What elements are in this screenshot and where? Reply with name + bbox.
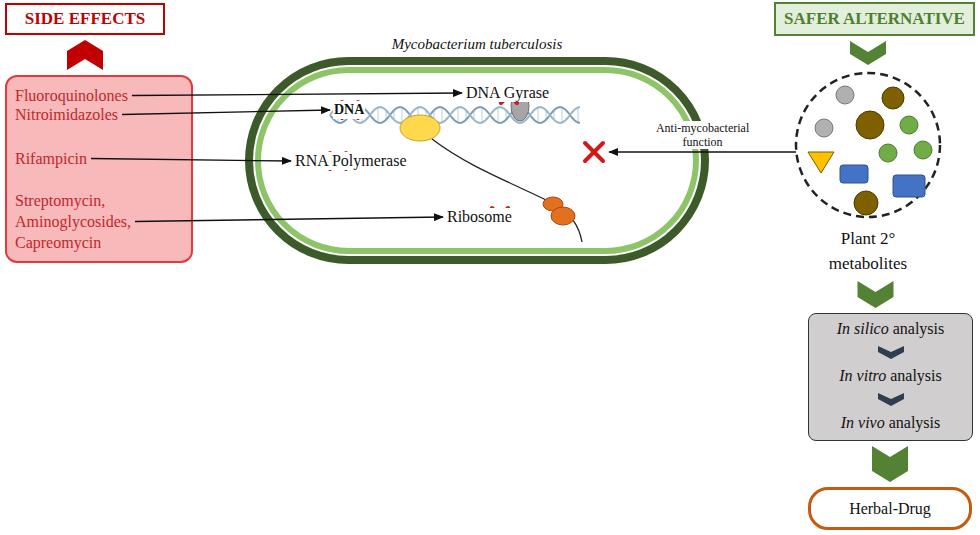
outer-membrane (249, 61, 705, 260)
node-text: Streptomycin, Aminoglycosides, Capreomyc… (15, 190, 185, 253)
part-label: Ribosome (446, 208, 513, 226)
target-arrow (135, 217, 443, 222)
node-text: Herbal-Drug (849, 500, 931, 518)
step-text: In vitro analysis (839, 367, 942, 385)
flow-chevron (67, 40, 103, 70)
base-pair (442, 107, 443, 122)
base-pair (354, 110, 355, 119)
step-chevron (878, 346, 904, 359)
metabolite-triangle (808, 152, 834, 173)
metabolite-dot (856, 111, 884, 139)
node-text: Mycobacterium tuberculosis (245, 36, 709, 53)
metabolite-dot (815, 119, 833, 137)
metabolite-dot (900, 116, 918, 134)
x-stroke (330, 153, 346, 169)
target-arrow (91, 159, 291, 162)
metabolite-block (840, 165, 868, 183)
dna-helix (330, 107, 580, 123)
x-stroke (585, 143, 603, 161)
metabolite-dot (836, 86, 854, 104)
part-label: DNA Gyrase (465, 84, 550, 102)
edge-label: Anti-mycobacterial function (647, 121, 759, 149)
dna-strand (330, 107, 580, 123)
flow-chevron (850, 41, 886, 65)
base-pair (498, 107, 499, 122)
base-pair (562, 107, 563, 122)
metabolite-dot (882, 87, 904, 109)
x-stroke (501, 87, 517, 103)
dna-strand (330, 107, 580, 123)
inhibition-x (342, 102, 358, 118)
base-pair (338, 107, 339, 122)
chevron-shape (878, 346, 904, 359)
x-stroke (501, 87, 517, 103)
metabolite-mix (793, 70, 943, 220)
inhibition-x (585, 143, 603, 161)
metabolite-circle: Plant 2° metabolites (793, 70, 943, 276)
inhibition-x (501, 87, 517, 103)
metabolite-dot (914, 141, 932, 159)
analysis-box: In silico analysis In vitro analysis In vi… (808, 313, 973, 441)
inhibition-x (330, 153, 346, 169)
step-text: In vivo analysis (841, 414, 941, 432)
x-stroke (330, 153, 346, 169)
flow-chevron (872, 446, 908, 482)
rna-polymerase-shape (400, 115, 440, 141)
node-text: SIDE EFFECTS (25, 9, 145, 29)
gyrase-shape (511, 91, 529, 121)
step-chevron (878, 393, 904, 406)
alternative-box: SAFER ALTERNATIVE (774, 2, 975, 36)
node-text: SAFER ALTERNATIVE (784, 9, 965, 29)
base-pair (402, 107, 403, 122)
x-stroke (492, 208, 508, 224)
node-text: Plant 2° metabolites (812, 226, 924, 276)
base-pair (362, 107, 363, 122)
dashed-outline (796, 73, 940, 217)
base-pair (458, 107, 459, 122)
x-stroke (342, 102, 358, 118)
metabolite-block (893, 175, 925, 197)
ribosome-large-subunit (551, 207, 575, 225)
base-pair (578, 107, 579, 122)
part-label: RNA Polymerase (294, 152, 408, 170)
step-text: In silico analysis (837, 320, 945, 338)
x-stroke (342, 102, 358, 118)
node-text: Nitroimidazoles (15, 104, 118, 125)
base-pair (482, 107, 483, 122)
chevron-shape (878, 393, 904, 406)
part-label: DNA (333, 101, 365, 119)
effect-arrow (609, 151, 796, 152)
bacterium-cell: Mycobacterium tuberculosis (245, 36, 709, 264)
base-pair (538, 107, 539, 122)
metabolite-dot (854, 191, 878, 215)
base-pair (346, 110, 347, 119)
drug-target-arrows (91, 93, 462, 222)
target-arrow (122, 110, 330, 115)
inhibition-marks (330, 87, 603, 224)
inhibition-x (492, 208, 508, 224)
target-arrow (132, 93, 462, 96)
drug-list-box: FluoroquinolonesNitroimidazolesRifampici… (5, 75, 193, 263)
node-text: Fluoroquinolones (15, 85, 128, 106)
result-pill: Herbal-Drug (808, 487, 972, 530)
x-stroke (585, 143, 603, 161)
node-text: Rifampicin (15, 148, 87, 169)
mrna-strand (432, 139, 582, 242)
warning-box: SIDE EFFECTS (5, 3, 165, 35)
metabolite-dot (879, 144, 897, 162)
flow-chevron (858, 281, 894, 308)
base-pair (378, 107, 379, 122)
x-stroke (492, 208, 508, 224)
inner-membrane (258, 70, 696, 251)
